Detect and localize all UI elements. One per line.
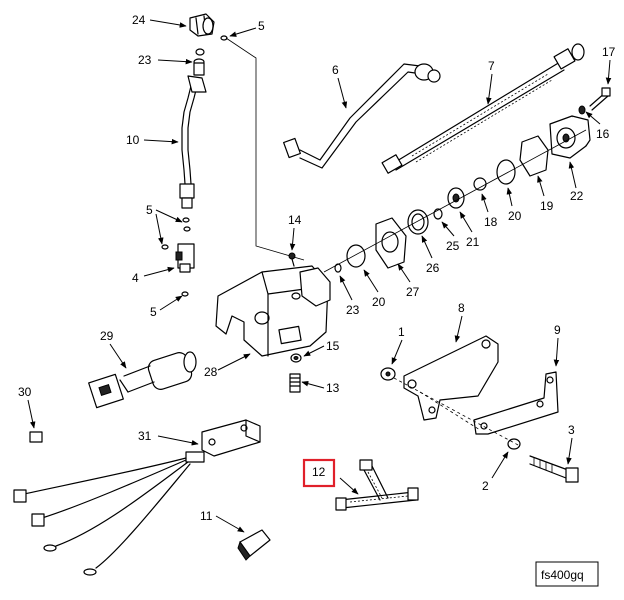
callout-17: 17 [602, 45, 616, 59]
shaft-axis [323, 129, 587, 273]
part-10-fuel-tube [179, 75, 207, 209]
callout-5-mid: 5 [146, 203, 153, 217]
callout-15: 15 [326, 339, 340, 353]
part-5-oring-b [183, 226, 191, 232]
part-30-fuse [29, 431, 43, 443]
callout-28: 28 [204, 365, 218, 379]
callout-30: 30 [18, 385, 32, 399]
part-9-bracket [473, 371, 559, 435]
part-27-flange [375, 217, 407, 269]
part-6-bent-tube [283, 63, 441, 169]
part-20-oring-left [346, 244, 366, 268]
figure-id-label: fs400gq [541, 568, 584, 582]
part-12-tee-connector [335, 459, 419, 511]
callout-9: 9 [554, 323, 561, 337]
part-1-nut [380, 367, 396, 381]
part-29-solenoid [88, 351, 197, 409]
part-13-bolt [289, 373, 301, 393]
part-3-bolt [529, 455, 579, 483]
callout-18: 18 [484, 215, 498, 229]
part-31-harness [13, 419, 261, 576]
part-17-bolt [589, 87, 611, 111]
callout-24: 24 [132, 13, 146, 27]
callout-13: 13 [326, 381, 340, 395]
callout-23-top: 23 [138, 53, 152, 67]
callout-22: 22 [570, 189, 584, 203]
part-5-oring-d [181, 291, 189, 297]
callout-26: 26 [426, 261, 440, 275]
part-24-elbow-fitting [189, 13, 215, 37]
callout-6: 6 [332, 63, 339, 77]
callout-1: 1 [398, 325, 405, 339]
part-7-braided-hose [381, 43, 585, 174]
part-11-clip [237, 529, 271, 561]
callout-19: 19 [540, 199, 554, 213]
part-18-washer [473, 177, 487, 191]
figure-id-box [535, 561, 599, 587]
part-28-housing [215, 265, 331, 357]
part-8-bracket [403, 335, 499, 421]
part-2-washer [507, 438, 521, 450]
callout-2: 2 [482, 479, 489, 493]
callout-labels: 24 5 23 10 5 4 5 6 7 17 16 22 19 20 18 2… [18, 13, 616, 523]
callout-20-left: 20 [372, 295, 386, 309]
part-5-oring-top [220, 35, 228, 41]
callout-7: 7 [488, 59, 495, 73]
part-21-gear [447, 187, 465, 209]
part-16-washer [578, 105, 586, 115]
callout-12: 12 [312, 465, 326, 479]
callout-leaders [27, 19, 612, 533]
callout-12-highlight-box [302, 458, 336, 488]
callout-20-right: 20 [508, 209, 522, 223]
part-26-ring-housing [407, 209, 429, 235]
callout-23-mid: 23 [346, 303, 360, 317]
part-22-pump-cover [549, 115, 591, 159]
callout-8: 8 [458, 301, 465, 315]
part-19-gasket [519, 135, 549, 177]
callout-31: 31 [138, 429, 152, 443]
part-5-oring-c [161, 244, 169, 250]
part-4-tee-fitting [175, 243, 195, 273]
callout-27: 27 [406, 285, 420, 299]
callout-5-low: 5 [150, 305, 157, 319]
callout-10: 10 [126, 133, 140, 147]
callout-25: 25 [446, 239, 460, 253]
callout-16: 16 [596, 127, 610, 141]
part-14-plug [288, 252, 296, 267]
callout-4: 4 [132, 271, 139, 285]
callout-29: 29 [100, 329, 114, 343]
callout-5-top: 5 [258, 19, 265, 33]
callout-3: 3 [568, 423, 575, 437]
routing-line [225, 37, 305, 261]
part-23-nut-top [193, 48, 205, 76]
callout-14: 14 [288, 213, 302, 227]
callout-21: 21 [466, 235, 480, 249]
callout-11: 11 [200, 509, 213, 523]
part-20-oring-right [496, 159, 516, 185]
part-5-oring-a [182, 217, 190, 223]
part-15-washer [290, 353, 302, 363]
